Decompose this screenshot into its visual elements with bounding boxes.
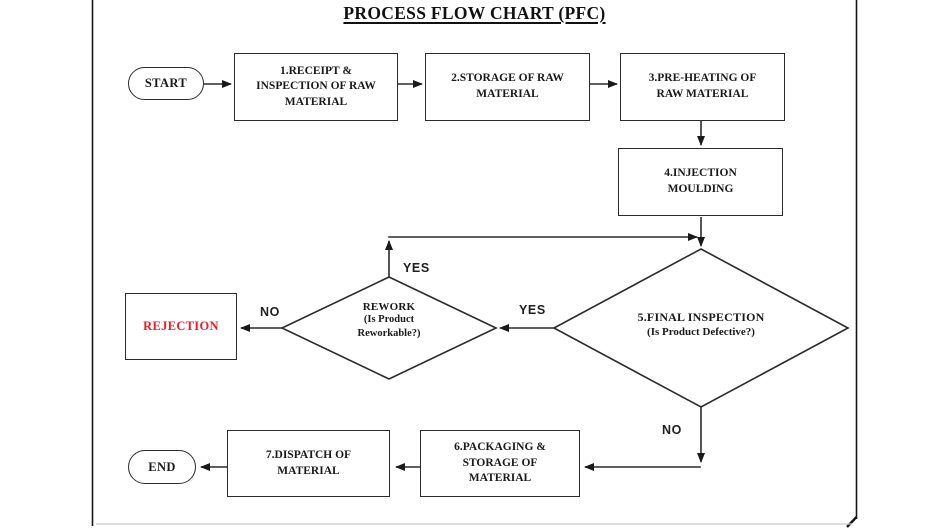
step1-receipt-box: 1.RECEIPT & INSPECTION OF RAW MATERIAL: [234, 53, 398, 121]
step2-storage-box: 2.STORAGE OF RAW MATERIAL: [425, 53, 590, 121]
step6-packaging-box: 6.PACKAGING & STORAGE OF MATERIAL: [420, 430, 580, 497]
rework-subtitle: (Is Product Reworkable?): [357, 314, 421, 339]
rejection-box: REJECTION: [125, 293, 237, 360]
step2-label: 2.STORAGE OF RAW MATERIAL: [451, 72, 564, 100]
inspection-yes-label: YES: [519, 303, 546, 317]
rework-yes-label: YES: [403, 261, 430, 275]
start-terminator: START: [128, 67, 204, 100]
page-title: PROCESS FLOW CHART (PFC): [343, 3, 606, 23]
step6-label: 6.PACKAGING & STORAGE OF MATERIAL: [454, 441, 546, 485]
final-inspection-title: 5.FINAL INSPECTION: [637, 310, 765, 324]
end-label: END: [148, 459, 176, 474]
rejection-label: REJECTION: [143, 319, 219, 334]
final-inspection-text: 5.FINAL INSPECTION (Is Product Defective…: [580, 310, 822, 339]
step3-label: 3.PRE-HEATING OF RAW MATERIAL: [648, 72, 757, 100]
rework-diamond: [280, 276, 498, 380]
end-terminator: END: [128, 450, 196, 484]
rework-title: REWORK: [362, 301, 416, 313]
rework-no-label: NO: [260, 305, 280, 319]
step7-dispatch-box: 7.DISPATCH OF MATERIAL: [227, 430, 390, 497]
final-inspection-subtitle: (Is Product Defective?): [647, 326, 755, 338]
step4-label: 4.INJECTION MOULDING: [664, 167, 737, 195]
rework-text: REWORK (Is Product Reworkable?): [319, 301, 459, 340]
step7-label: 7.DISPATCH OF MATERIAL: [265, 448, 352, 477]
step1-label: 1.RECEIPT & INSPECTION OF RAW MATERIAL: [256, 64, 376, 108]
step4-injection-box: 4.INJECTION MOULDING: [618, 148, 783, 216]
page-frame: [91, 0, 858, 528]
start-label: START: [144, 76, 188, 91]
step3-preheating-box: 3.PRE-HEATING OF RAW MATERIAL: [620, 53, 785, 121]
inspection-no-label: NO: [662, 423, 682, 437]
